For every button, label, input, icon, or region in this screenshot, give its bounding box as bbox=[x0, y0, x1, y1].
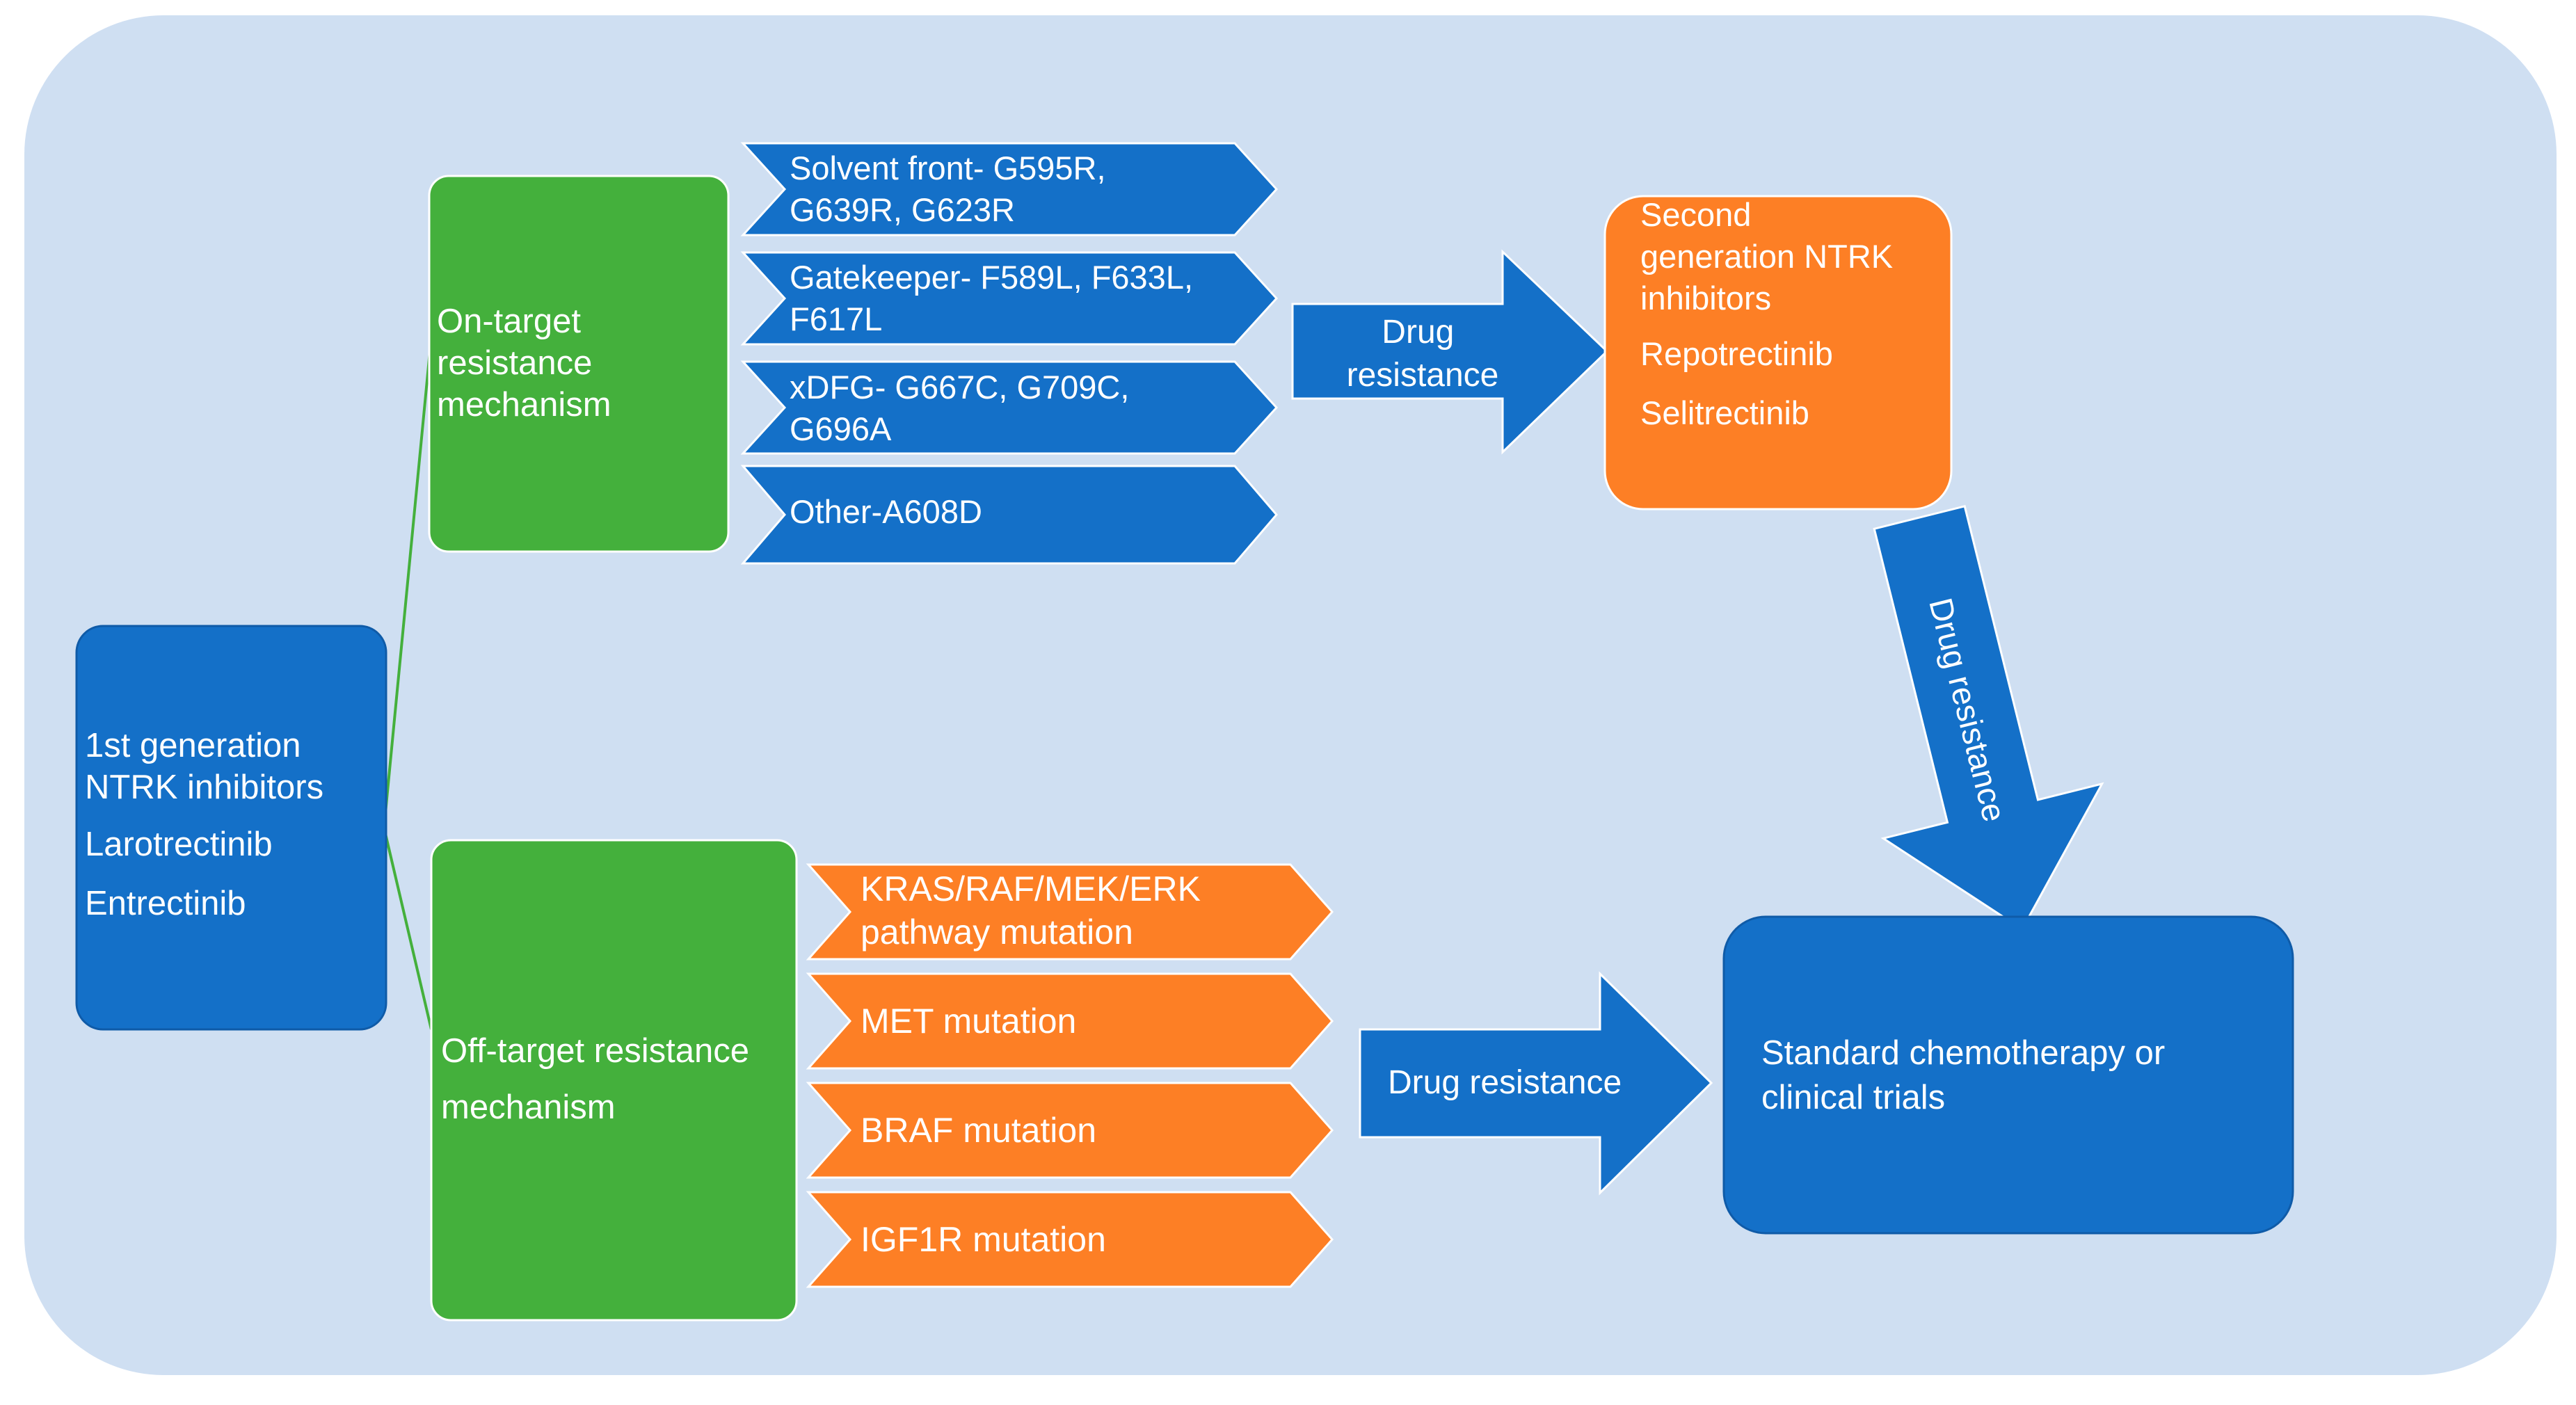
on-target-mutation-3-line-2: G696A bbox=[790, 410, 892, 447]
off-target-line-2: mechanism bbox=[441, 1089, 616, 1126]
second-gen-line-3: inhibitors bbox=[1640, 280, 1771, 316]
outcome-box: Standard chemotherapy or clinical trials bbox=[1722, 915, 2294, 1235]
off-target-mutation-2-line-1: MET mutation bbox=[861, 1002, 1076, 1041]
svg-text:KRAS/RAF/MEK/ERK pathway: KRAS/RAF/MEK/ERK pathway mutation bbox=[861, 869, 1210, 952]
off-target-mutation-1-line-1: KRAS/RAF/MEK/ERK bbox=[861, 869, 1201, 908]
svg-text:Solvent front- G595R, G6: Solvent front- G595R, G639R, G623R bbox=[790, 150, 1115, 228]
outcome-line-1: Standard chemotherapy or bbox=[1761, 1034, 2165, 1072]
on-target-mutation-2-line-2: F617L bbox=[790, 300, 882, 337]
second-gen-drug-2: Selitrectinib bbox=[1640, 394, 1809, 431]
off-target-chevron-4: IGF1R mutation bbox=[806, 1191, 1334, 1288]
on-target-line-2: resistance bbox=[437, 344, 592, 382]
svg-text:xDFG- G667C, G709C, G696: xDFG- G667C, G709C, G696A bbox=[790, 369, 1139, 447]
first-gen-line-2: NTRK inhibitors bbox=[85, 769, 323, 806]
connector-to-off-target bbox=[383, 827, 433, 1030]
on-target-chevron-1: Solvent front- G595R, G639R, G623R bbox=[740, 142, 1279, 236]
arrow-bottom-label: Drug resistance bbox=[1388, 1064, 1622, 1101]
on-target-mutation-1-line-1: Solvent front- G595R, bbox=[790, 150, 1106, 186]
off-target-mutation-1-line-2: pathway mutation bbox=[861, 913, 1133, 952]
svg-text:Drug resistance: Drug resistance bbox=[1347, 314, 1499, 394]
off-target-chevron-1: KRAS/RAF/MEK/ERK pathway mutation bbox=[806, 863, 1334, 961]
on-target-chevron-4: Other-A608D bbox=[740, 465, 1278, 565]
off-target-chevron-3: BRAF mutation bbox=[806, 1082, 1334, 1179]
off-target-line-1: Off-target resistance bbox=[441, 1032, 749, 1070]
connector-to-on-target bbox=[383, 351, 431, 828]
first-gen-title: 1st generation NTRK inhibitors bbox=[85, 727, 323, 806]
second-gen-line-2: generation NTRK bbox=[1640, 238, 1893, 275]
on-target-chevron-3: xDFG- G667C, G709C, G696A bbox=[740, 360, 1279, 455]
on-target-line-1: On-target bbox=[437, 303, 581, 340]
arrow-top-line-2: resistance bbox=[1347, 357, 1499, 394]
on-target-line-3: mechanism bbox=[437, 386, 611, 424]
second-gen-box: Second generation NTRK inhibitors Repotr… bbox=[1603, 195, 1953, 511]
off-target-box: Off-target resistance mechanism bbox=[430, 839, 798, 1322]
second-gen-drug-1: Repotrectinib bbox=[1640, 335, 1833, 372]
drug-resistance-arrow-top: Drug resistance bbox=[1291, 249, 1609, 455]
second-gen-line-1: Second bbox=[1640, 196, 1751, 233]
on-target-mutation-4-line-1: Other-A608D bbox=[790, 493, 982, 530]
first-gen-drug-2: Entrectinib bbox=[85, 885, 246, 922]
on-target-mutation-3-line-1: xDFG- G667C, G709C, bbox=[790, 369, 1129, 406]
on-target-box: On-target resistance mechanism bbox=[428, 175, 730, 553]
on-target-chevron-2: Gatekeeper- F589L, F633L, F617L bbox=[740, 251, 1279, 346]
off-target-mutation-4-line-1: IGF1R mutation bbox=[861, 1220, 1106, 1259]
first-gen-line-1: 1st generation bbox=[85, 727, 301, 764]
second-gen-title: Second generation NTRK inhibitors bbox=[1640, 196, 1902, 316]
outcome-line-2: clinical trials bbox=[1761, 1079, 1945, 1116]
svg-text:Standard chemotherapy or: Standard chemotherapy or clinical trials bbox=[1761, 1034, 2175, 1116]
on-target-mutation-2-line-1: Gatekeeper- F589L, F633L, bbox=[790, 259, 1193, 296]
off-target-chevron-2: MET mutation bbox=[806, 972, 1334, 1070]
first-gen-box: 1st generation NTRK inhibitors Larotrect… bbox=[75, 625, 387, 1031]
drug-resistance-arrow-bottom: Drug resistance bbox=[1359, 971, 1713, 1196]
svg-text:Gatekeeper- F589L, F633L,: Gatekeeper- F589L, F633L, F617L bbox=[790, 259, 1202, 337]
first-gen-drug-1: Larotrectinib bbox=[85, 826, 273, 863]
on-target-title: On-target resistance mechanism bbox=[437, 303, 611, 424]
off-target-mutation-3-line-1: BRAF mutation bbox=[861, 1111, 1096, 1150]
arrow-top-line-1: Drug bbox=[1382, 314, 1454, 351]
on-target-mutation-1-line-2: G639R, G623R bbox=[790, 191, 1015, 228]
